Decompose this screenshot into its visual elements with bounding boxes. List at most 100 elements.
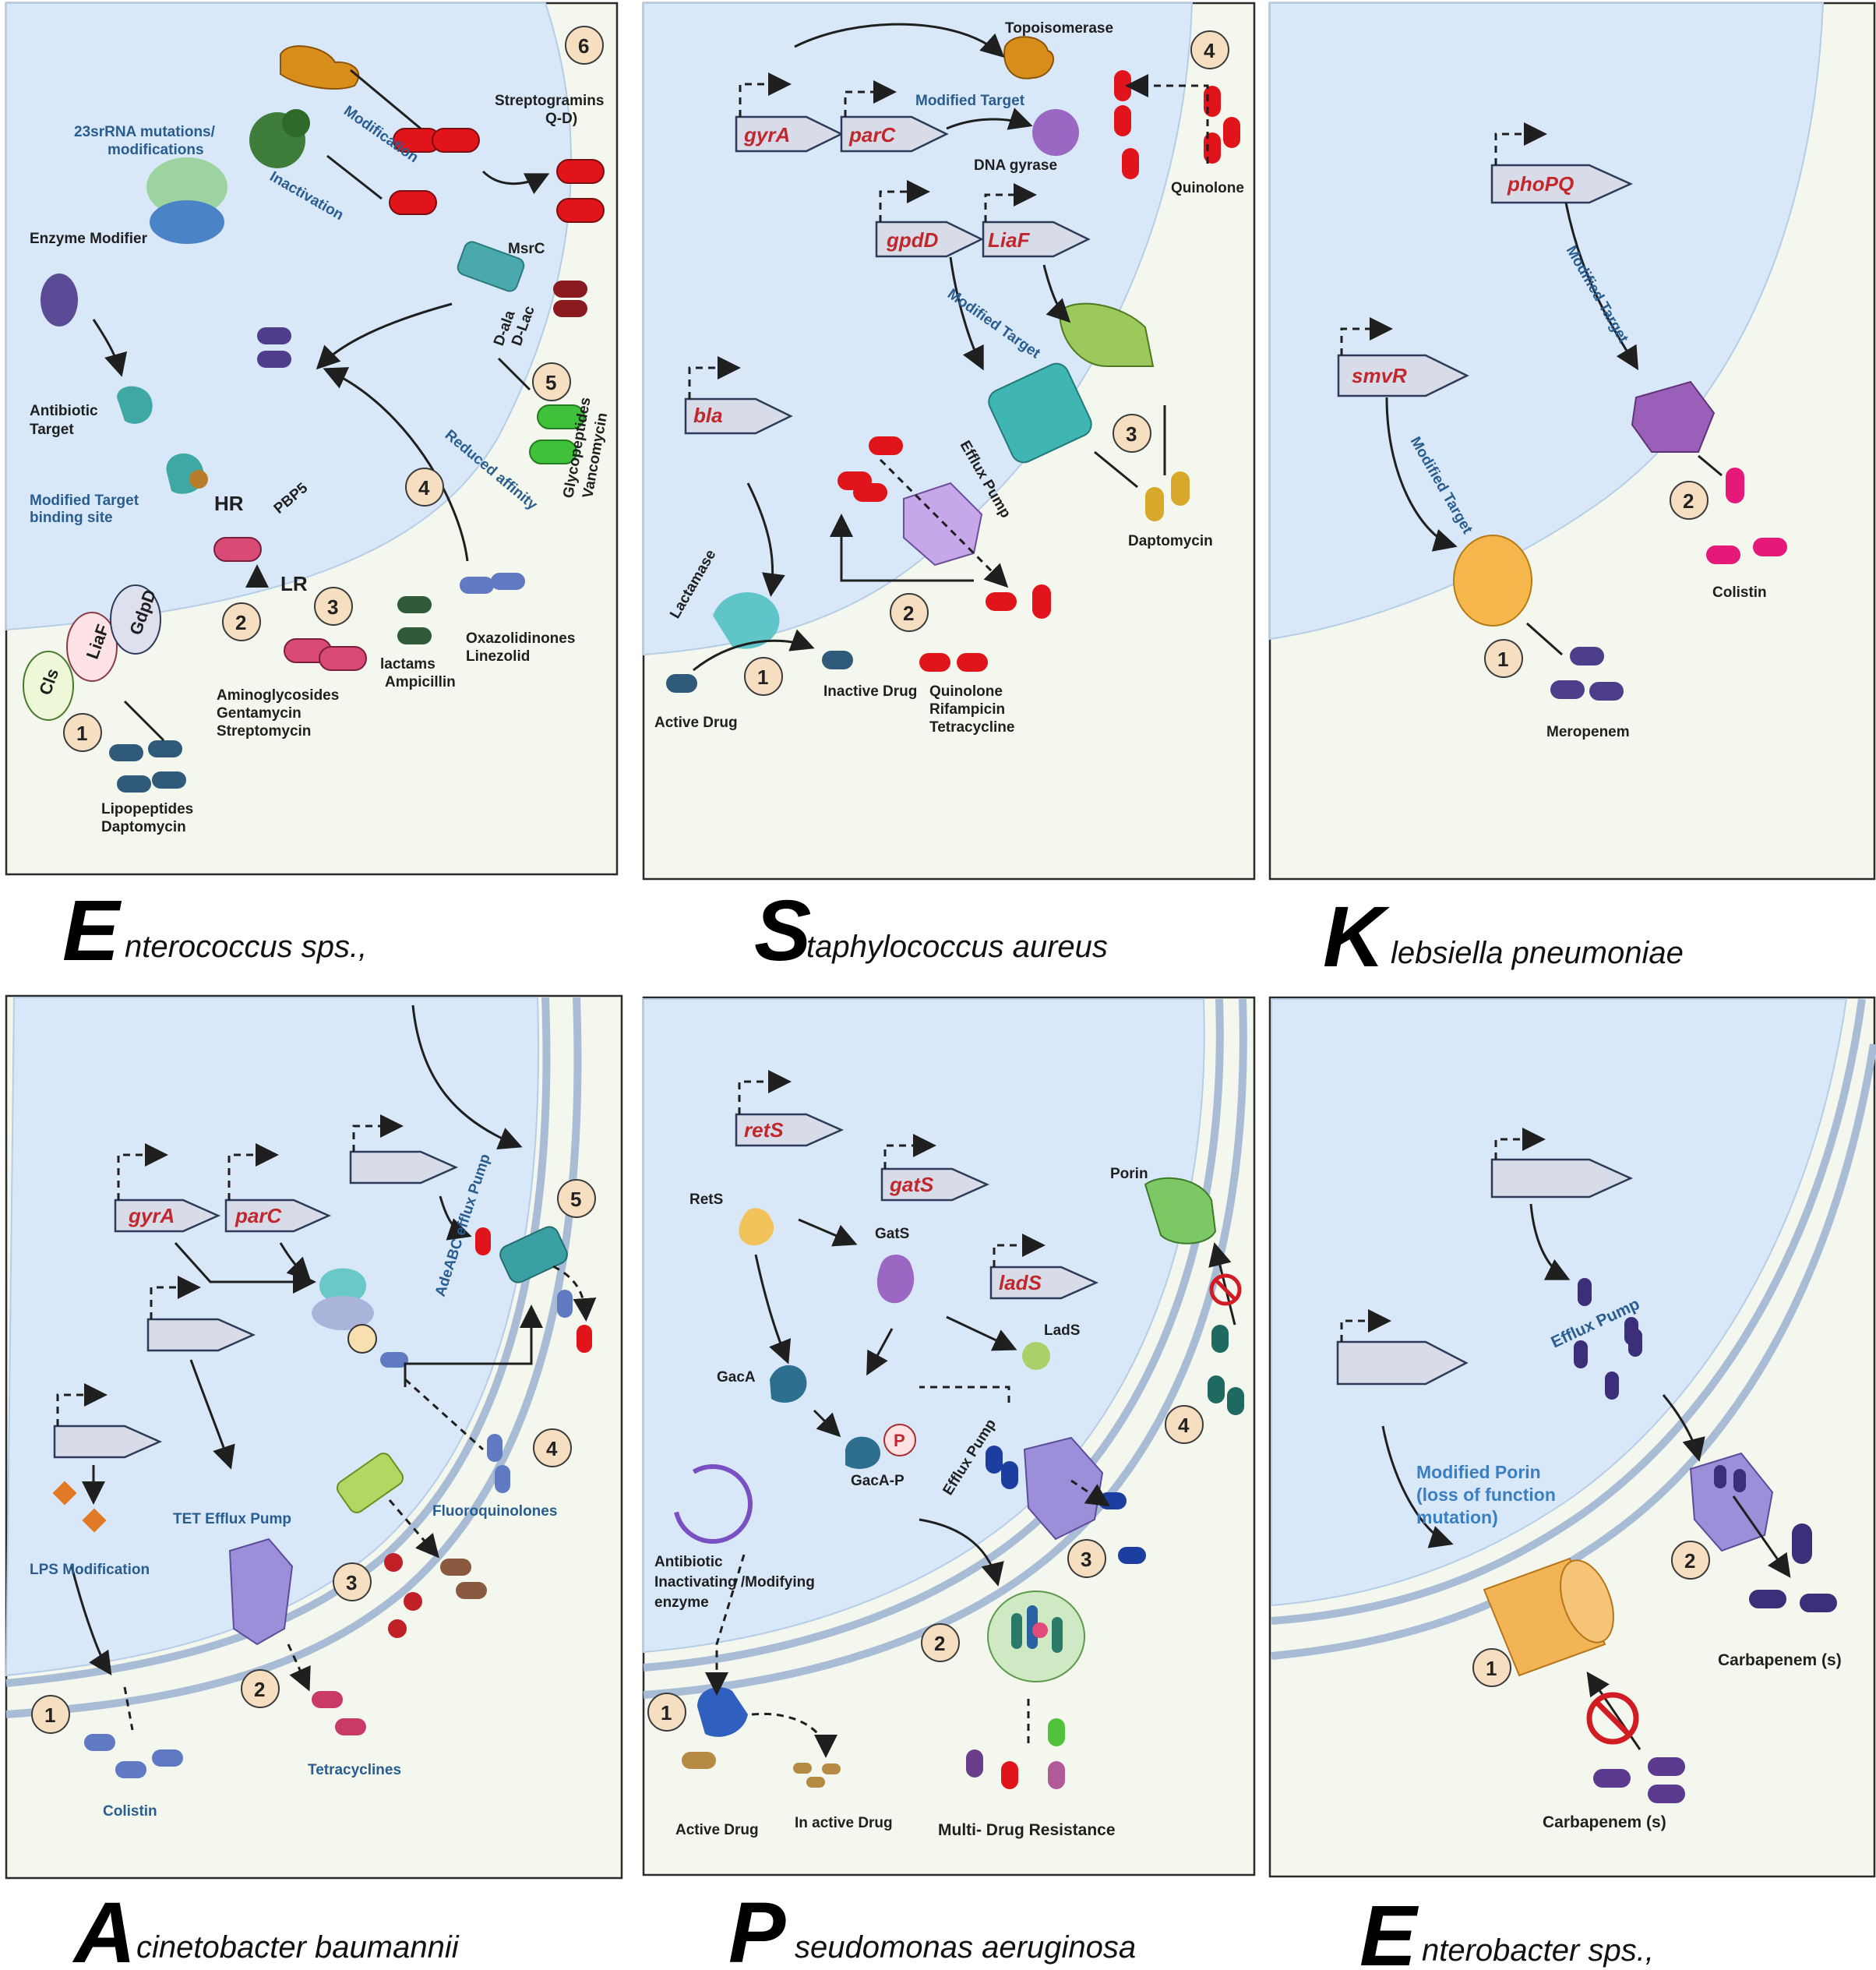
colistin-label: Colistin <box>1712 584 1767 601</box>
promoter-arrow <box>1340 1309 1391 1342</box>
arrow <box>92 319 128 377</box>
svg-text:1: 1 <box>44 1703 55 1727</box>
parc-label: parC <box>235 1204 282 1227</box>
gyrase-complex-icon <box>312 1268 377 1354</box>
efflux-pump-icon <box>903 482 983 567</box>
panel-enterococcus: Modification Inactivation 23srRNA mutati… <box>5 2 619 876</box>
carbapenem-label-2: Carbapenem (s) <box>1543 1813 1666 1831</box>
fluoroquinolones-label: Fluoroquinolones <box>432 1503 557 1520</box>
species-initial: K <box>1323 889 1391 985</box>
arrow <box>830 514 974 582</box>
rrna-label-2: modifications <box>108 142 204 158</box>
phosphate-label: P <box>894 1431 905 1450</box>
pill-group <box>84 1227 592 1778</box>
arrow <box>316 302 453 370</box>
inhibition-line <box>497 357 531 391</box>
badge-1: 1 <box>63 713 102 752</box>
gpdd-label: gpdD <box>886 228 939 252</box>
promoter-arrow <box>1494 1128 1546 1160</box>
parc-label: parC <box>848 123 896 147</box>
green-channel-icon <box>336 1453 404 1513</box>
antibiotic-target-label-2: Target <box>30 422 74 438</box>
rrna-label-1: 23srRNA mutations/ <box>74 124 216 140</box>
svg-text:1: 1 <box>1497 648 1508 671</box>
species-name: taphylococcus aureus <box>806 930 1108 964</box>
membrane-outer <box>1271 1043 1876 1660</box>
modified-porin-label-3: mutation) <box>1416 1507 1498 1527</box>
badge-1: 1 <box>744 657 783 696</box>
block-icon-slash <box>1214 1278 1237 1301</box>
panel-pseudomonas: retS gatS ladS P <box>642 996 1256 1876</box>
species-label-enterococcus: E nterococcus sps., <box>62 883 367 979</box>
arrow <box>189 1359 235 1470</box>
streptomycin-label: Streptomycin <box>217 723 311 740</box>
daptomycin-label: Daptomycin <box>101 819 186 835</box>
lads-protein-icon <box>1022 1342 1050 1370</box>
pill-group <box>109 128 605 793</box>
arrow <box>1042 264 1071 323</box>
species-label-pseudomonas: P seudomonas aeruginosa <box>728 1885 1136 1970</box>
porin-protein-icon <box>1631 380 1716 453</box>
liaf-protein <box>66 612 118 682</box>
species-initial: A <box>72 1885 136 1970</box>
enzyme-label-3: enzyme <box>654 1594 709 1611</box>
linezolid-label: Linezolid <box>466 648 530 665</box>
species-label-acinetobacter: A cinetobacter baumannii <box>72 1885 460 1970</box>
bla-label: bla <box>693 404 723 427</box>
topoisomerase-icon <box>1003 36 1055 79</box>
svg-text:5: 5 <box>570 1188 581 1211</box>
promoter-arrow <box>227 1143 279 1200</box>
svg-text:2: 2 <box>934 1632 945 1655</box>
arrow <box>1662 1394 1705 1462</box>
inhibition-line <box>1698 454 1723 477</box>
arrow <box>754 1254 792 1365</box>
svg-text:2: 2 <box>1683 489 1694 513</box>
svg-text:3: 3 <box>327 595 338 619</box>
svg-text:4: 4 <box>418 476 430 500</box>
smvr-label: smvR <box>1352 364 1407 387</box>
promoter-arrow <box>883 1134 936 1169</box>
dna-gyrase-label: DNA gyrase <box>974 157 1057 174</box>
badge-2: 2 <box>241 1669 280 1708</box>
arrow <box>746 482 785 597</box>
msrc-label: MsrC <box>508 241 545 257</box>
species-name: nterococcus sps., <box>125 930 367 964</box>
badge-2: 2 <box>890 593 929 632</box>
svg-text:1: 1 <box>757 665 768 689</box>
gene-unlabeled <box>53 1425 163 1459</box>
lads-gene-label: ladS <box>999 1271 1042 1294</box>
modified-porin-label-2: (loss of function <box>1416 1485 1556 1505</box>
tet-efflux-pump-label: TET Efflux Pump <box>173 1511 291 1527</box>
msrc-pump-icon <box>457 241 525 292</box>
efflux-pump-icon <box>1023 1436 1104 1541</box>
badge-1: 1 <box>31 1695 70 1734</box>
lr-label: LR <box>280 572 308 595</box>
promoter-arrow <box>352 1114 404 1152</box>
gene-bla <box>684 397 793 435</box>
species-initial: P <box>728 1885 786 1970</box>
modified-target-label: Modified Target <box>915 93 1025 109</box>
lipopeptides-label: Lipopeptides <box>101 801 193 817</box>
gene-rets <box>735 1113 845 1147</box>
promoter-arrow <box>984 183 1037 222</box>
gene-gyra <box>114 1199 221 1233</box>
arrow <box>439 1195 472 1241</box>
badge-1: 1 <box>647 1693 686 1732</box>
svg-text:3: 3 <box>1126 422 1137 446</box>
gats-protein-icon <box>876 1255 915 1304</box>
cell-body <box>1271 998 1848 1607</box>
dashed-arrow <box>751 1712 838 1758</box>
efflux-pump-icon <box>1689 1452 1774 1552</box>
dashed-arrow <box>287 1643 311 1692</box>
svg-text:3: 3 <box>346 1571 357 1594</box>
promoter-arrow <box>1494 122 1547 165</box>
badge-2: 2 <box>1671 1541 1710 1580</box>
svg-text:2: 2 <box>1684 1549 1695 1573</box>
arrow <box>1381 1425 1454 1548</box>
gentamycin-label: Gentamycin <box>217 705 302 722</box>
svg-text:6: 6 <box>578 34 589 58</box>
gaca-icon <box>770 1365 807 1403</box>
svg-text:3: 3 <box>1081 1548 1091 1571</box>
inactive-drug-label: In active Drug <box>795 1815 893 1831</box>
arrow <box>1529 1203 1571 1280</box>
